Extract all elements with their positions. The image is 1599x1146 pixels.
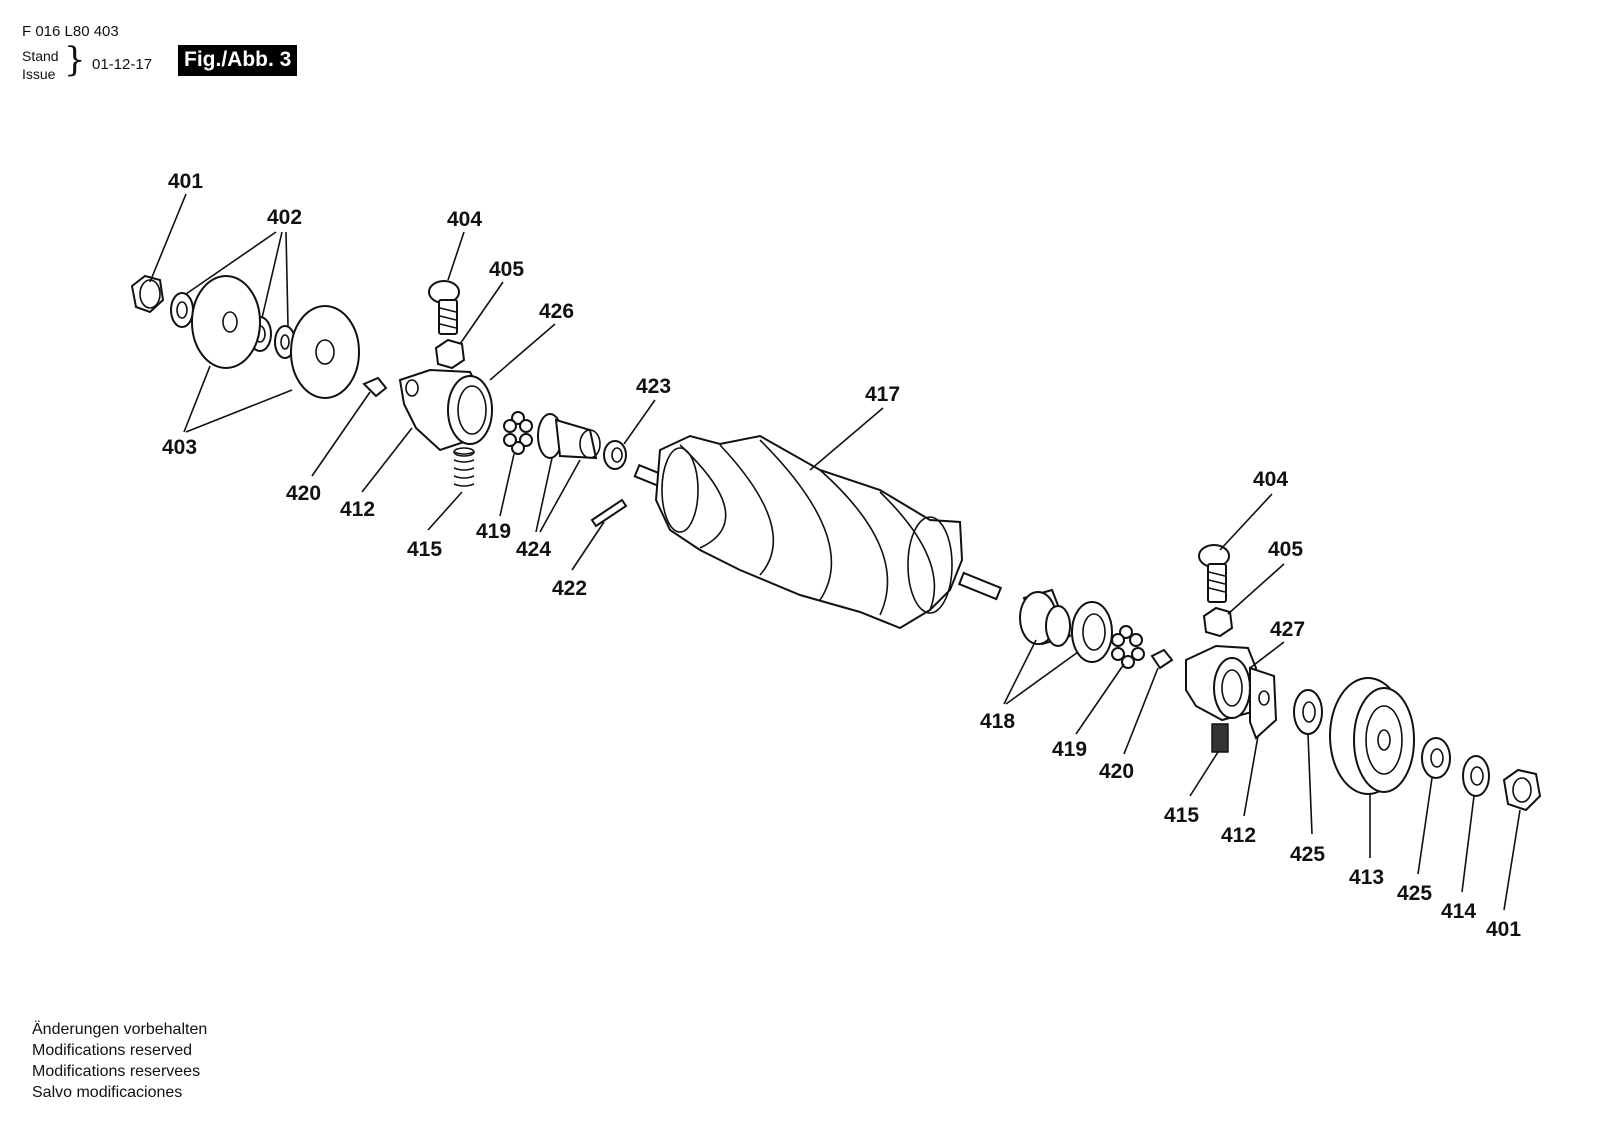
part-reel-417 bbox=[633, 434, 1003, 630]
part-housing-412-right bbox=[1185, 644, 1278, 740]
callout-420-left: 420 bbox=[286, 482, 321, 505]
callout-417: 417 bbox=[865, 383, 900, 406]
part-screw-404-right bbox=[1198, 544, 1230, 603]
footer-line-es: Salvo modificaciones bbox=[32, 1084, 183, 1101]
callout-405-right: 405 bbox=[1268, 538, 1303, 561]
part-spring-415-right bbox=[1211, 723, 1229, 753]
callout-418: 418 bbox=[980, 710, 1015, 733]
callout-422: 422 bbox=[552, 577, 587, 600]
callout-426: 426 bbox=[539, 300, 574, 323]
callout-401-right: 401 bbox=[1486, 918, 1521, 941]
callout-labels: 401 402 403 404 405 426 423 417 420 412 … bbox=[162, 170, 1521, 941]
callout-424: 424 bbox=[516, 538, 551, 561]
footer-line-de: Änderungen vorbehalten bbox=[32, 1021, 208, 1038]
footer-line-en: Modifications reserved bbox=[32, 1042, 193, 1059]
part-discs-403 bbox=[191, 275, 360, 399]
callout-419-left: 419 bbox=[476, 520, 511, 543]
part-screw-404-left bbox=[428, 280, 460, 335]
part-number: F 016 L80 403 bbox=[22, 23, 119, 40]
callout-403: 403 bbox=[162, 436, 197, 459]
issue-date: 01-12-17 bbox=[92, 56, 153, 73]
part-spring-415-left bbox=[453, 447, 475, 487]
part-bush-418 bbox=[1019, 588, 1113, 663]
issue-label: Issue bbox=[22, 66, 56, 82]
part-washer-423 bbox=[603, 440, 627, 470]
part-bearing-419-left bbox=[503, 411, 533, 455]
callout-415-right: 415 bbox=[1164, 804, 1199, 827]
footer-notes: Änderungen vorbehalten Modifications res… bbox=[32, 1019, 207, 1103]
callout-413: 413 bbox=[1349, 866, 1384, 889]
callout-412-left: 412 bbox=[340, 498, 375, 521]
part-cone-424 bbox=[537, 413, 601, 460]
part-nut-405-left bbox=[434, 338, 466, 370]
part-nut-401-left bbox=[130, 274, 165, 314]
callout-401-left: 401 bbox=[168, 170, 203, 193]
part-pin-422 bbox=[590, 498, 628, 528]
leader-lines bbox=[149, 193, 1521, 911]
callout-423: 423 bbox=[636, 375, 671, 398]
callout-404-right: 404 bbox=[1253, 468, 1288, 491]
brace-glyph: } bbox=[64, 40, 86, 80]
callout-414: 414 bbox=[1441, 900, 1476, 923]
callout-402: 402 bbox=[267, 206, 302, 229]
figure-title: Fig./Abb. 3 bbox=[178, 45, 298, 76]
callout-419-right: 419 bbox=[1052, 738, 1087, 761]
part-nipple-420-right bbox=[1150, 648, 1174, 670]
part-nut-401-right bbox=[1502, 768, 1542, 812]
callout-415-left: 415 bbox=[407, 538, 442, 561]
part-nut-405-right bbox=[1202, 606, 1234, 638]
callout-425-right: 425 bbox=[1397, 882, 1432, 905]
callout-425-left: 425 bbox=[1290, 843, 1325, 866]
stand-label: Stand bbox=[22, 48, 59, 64]
part-bearing-419-right bbox=[1111, 625, 1145, 669]
part-pulley-413 bbox=[1329, 677, 1415, 795]
part-housing-412-left bbox=[398, 368, 493, 452]
part-washers-425 bbox=[1293, 689, 1451, 779]
part-nipple-420-left bbox=[362, 376, 388, 398]
part-washer-414 bbox=[1462, 755, 1490, 797]
footer-line-fr: Modifications reservees bbox=[32, 1063, 201, 1080]
callout-427: 427 bbox=[1270, 618, 1305, 641]
callout-404-left: 404 bbox=[447, 208, 482, 231]
callout-420-right: 420 bbox=[1099, 760, 1134, 783]
callout-405-left: 405 bbox=[489, 258, 524, 281]
callout-412-right: 412 bbox=[1221, 824, 1256, 847]
